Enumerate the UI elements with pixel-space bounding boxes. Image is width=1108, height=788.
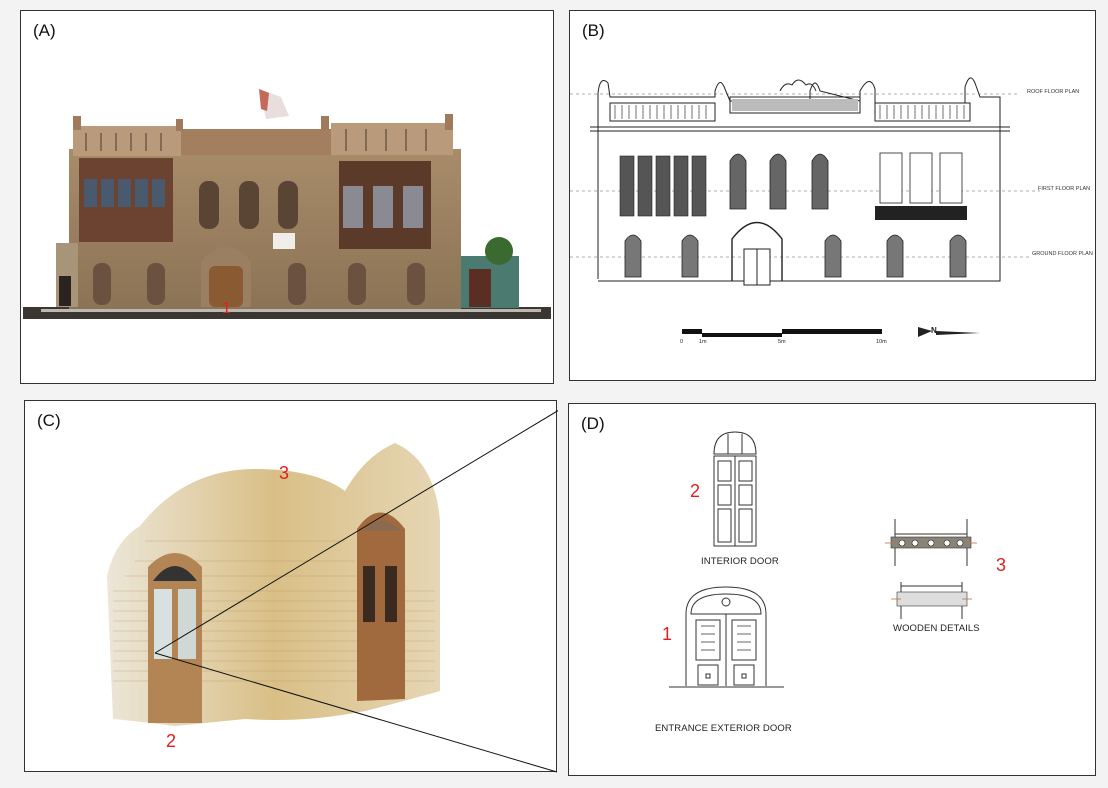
scale-1m: 1m [699,339,707,345]
panel-b-label: (B) [582,21,605,40]
detail-number-2: 2 [690,481,701,501]
detail-number-1: 1 [662,624,673,644]
scale-5m: 5m [778,339,786,345]
caption-entrance-exterior-door: ENTRANCE EXTERIOR DOOR [655,723,792,734]
scale-0: 0 [680,339,684,345]
panel-c: (C) 3 2 [24,400,558,773]
detail-drawings [669,431,977,688]
level-ground: GROUND FLOOR PLAN [1032,251,1093,257]
detail-number-3: 3 [996,555,1007,575]
caption-interior-door: INTERIOR DOOR [701,556,779,567]
level-roof: ROOF FLOOR PLAN [1027,89,1080,95]
marker-3: 3 [279,463,290,483]
elevation-drawing [570,77,1040,337]
facade-photo [23,89,551,319]
panel-a-label: (A) [33,21,56,40]
marker-2: 2 [166,731,177,751]
scale-10m: 10m [876,339,887,345]
marker-1: 1 [222,300,231,317]
panel-d: (D) [568,403,1096,776]
interior-photo [107,410,558,773]
panel-a: (A) [20,10,554,384]
panel-c-label: (C) [37,411,61,430]
caption-wooden-details: WOODEN DETAILS [893,623,980,634]
panel-b: (B) [569,10,1096,381]
level-first: FIRST FLOOR PLAN [1038,186,1091,192]
panel-d-label: (D) [581,414,605,433]
north-arrow-icon: N [931,326,937,335]
